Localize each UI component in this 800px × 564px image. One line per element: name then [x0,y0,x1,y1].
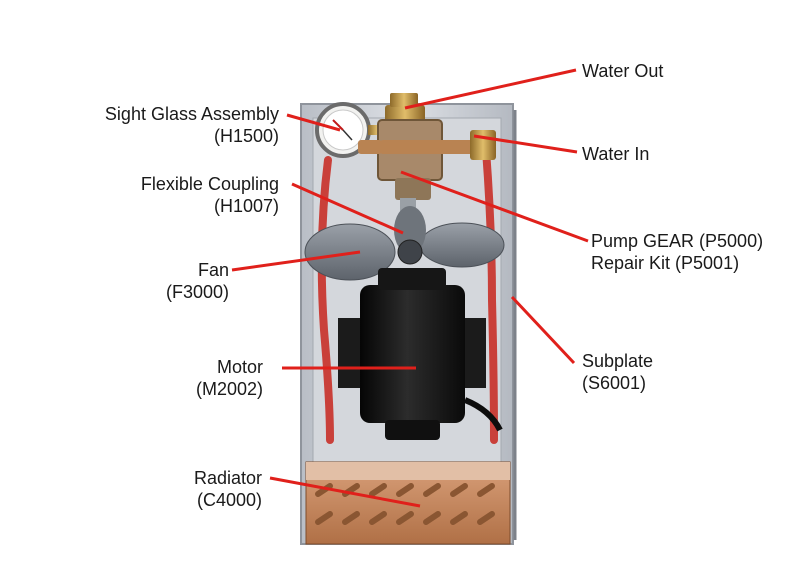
label-fan: Fan (F3000) [166,259,229,303]
label-sight-glass-name: Sight Glass Assembly [104,104,279,124]
hoses [317,146,498,444]
label-flex-coupling-name: Flexible Coupling [140,174,279,194]
callout-line-pump [400,170,589,243]
label-radiator-part: (C4000) [196,490,262,510]
label-pump-part: Repair Kit (P5001) [591,253,740,273]
callout-line-water-in [473,134,578,154]
label-subplate-name: Subplate [582,351,654,371]
label-pump: Pump GEAR (P5000) Repair Kit (P5001) [591,230,763,274]
label-water-out-name: Water Out [582,61,664,81]
callout-line-radiator [269,476,421,508]
label-sight-glass-part: (H1500) [213,126,279,146]
label-sight-glass: Sight Glass Assembly (H1500) [105,103,279,147]
label-pump-name: Pump GEAR (P5000) [591,231,764,251]
callout-line-water-out [404,68,577,110]
label-water-out: Water Out [582,60,663,82]
callout-line-sight-glass [286,113,341,132]
callout-lines [231,68,589,508]
sight-glass-gauge [315,102,386,158]
motor [338,268,503,440]
callout-line-flex-coupling [291,182,404,235]
label-motor: Motor (M2002) [196,356,263,400]
label-fan-name: Fan [197,260,229,280]
label-flex-coupling: Flexible Coupling (H1007) [141,173,279,217]
label-water-in-name: Water In [582,144,650,164]
label-fan-part: (F3000) [165,282,229,302]
label-water-in: Water In [582,143,649,165]
label-motor-name: Motor [216,357,263,377]
label-radiator-name: Radiator [193,468,262,488]
label-motor-part: (M2002) [195,379,263,399]
label-flex-coupling-part: (H1007) [213,196,279,216]
label-radiator: Radiator (C4000) [194,467,262,511]
label-subplate: Subplate (S6001) [582,350,653,394]
callout-line-subplate [510,295,576,365]
callout-line-fan [231,250,361,272]
label-subplate-part: (S6001) [582,373,647,393]
